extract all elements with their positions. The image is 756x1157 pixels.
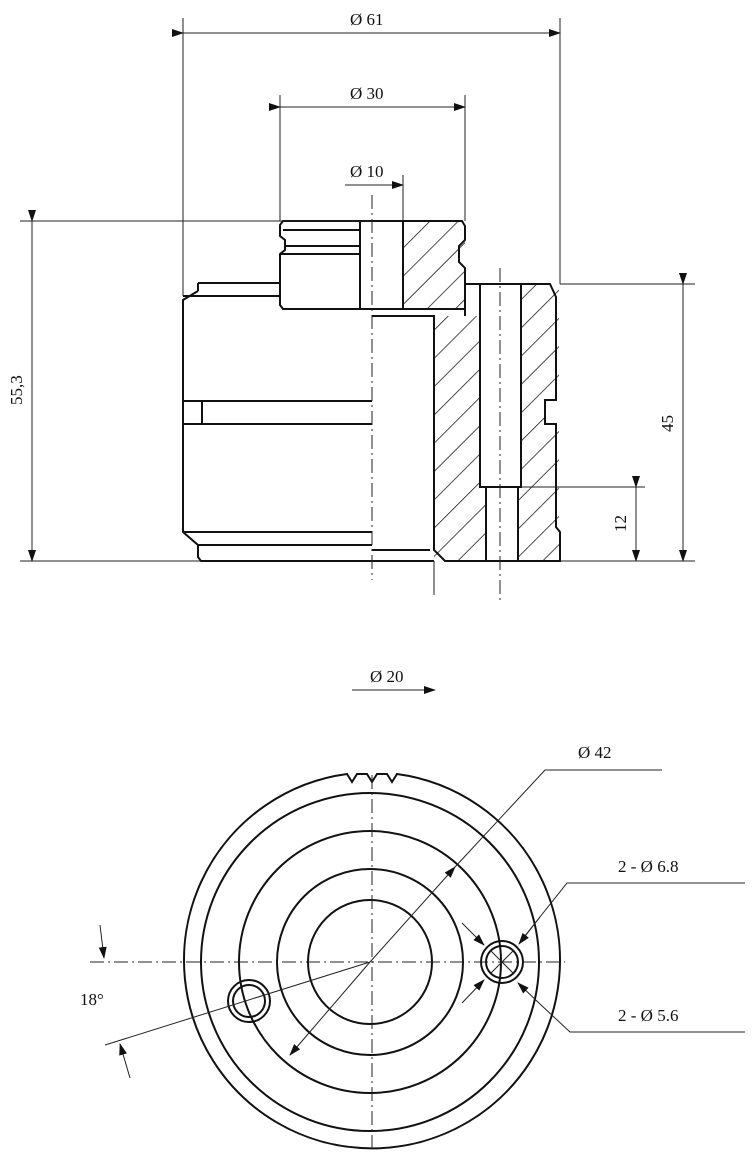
dim-total-height: 55,3 <box>7 375 26 405</box>
outer-rim <box>183 772 561 1150</box>
cap-outline <box>279 220 466 310</box>
dim-hole-outer: 2 - Ø 6.8 <box>618 857 678 876</box>
body-outline <box>182 282 434 562</box>
cap-hatch <box>403 221 465 309</box>
dim-bolt-circle: Ø 42 <box>578 743 612 762</box>
dim-hole-depth: 12 <box>611 515 630 532</box>
pin-hole-left <box>227 979 271 1023</box>
dim-body-height: 45 <box>658 415 677 432</box>
pin-hole-upper <box>479 283 522 488</box>
dim-bore-diameter: Ø 10 <box>350 162 384 181</box>
wall-hatch <box>434 316 480 561</box>
dim-outer-diameter: Ø 61 <box>350 10 384 29</box>
dim-cap-diameter: Ø 30 <box>350 84 384 103</box>
top-view: Ø 42 2 - Ø 6.8 2 - Ø 5.6 18° <box>80 743 745 1150</box>
pin-hole-lower <box>485 486 519 562</box>
dim-hole-inner: 2 - Ø 5.6 <box>618 1006 678 1025</box>
front-section-view: Ø 61 Ø 30 Ø 10 55,3 45 12 Ø 20 <box>7 10 695 694</box>
dim-angle: 18° <box>80 990 104 1009</box>
dim-step-diameter: Ø 20 <box>370 667 404 686</box>
